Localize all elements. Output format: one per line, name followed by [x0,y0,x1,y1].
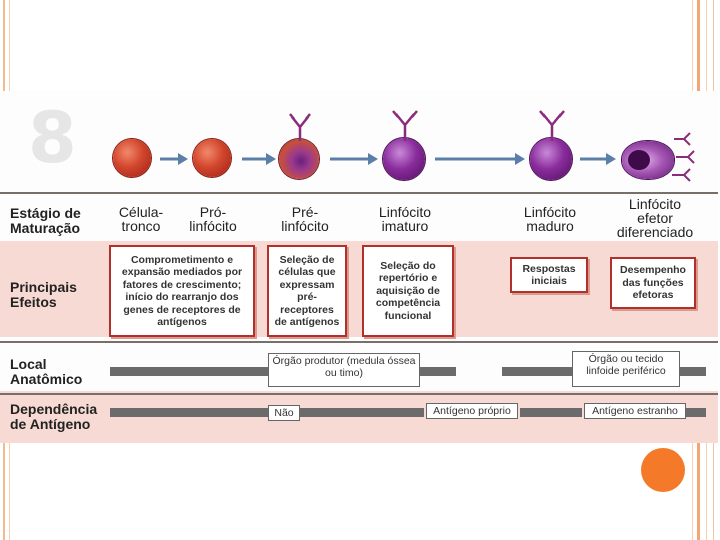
stage-immature-lymphocyte: Linfócito imaturo [378,204,432,234]
timeline-bar [520,408,582,417]
dependence-label-foreign-antigen: Antígeno estranho [584,403,686,419]
effect-box: Respostas iniciais [510,257,588,293]
stage-stem-cell: Célula- tronco [118,204,164,234]
row-label-antigen-dependence: Dependência de Antígeno [10,401,98,432]
mature-lymphocyte-image [530,138,572,180]
figure-number: 8 [28,97,77,179]
location-label-primary: Órgão produtor (medula óssea ou timo) [268,353,420,387]
timeline-bar [680,367,706,376]
immature-lymphocyte-image [383,138,425,180]
timeline-bar [686,408,706,417]
arrow-right-icon [435,153,525,165]
arrow-right-icon [160,153,188,165]
row-divider [0,393,718,395]
dependence-label-self-antigen: Antígeno próprio [426,403,518,419]
effect-box: Desempenho das funções efetoras [610,257,696,309]
antibody-icon [672,132,695,182]
timeline-bar [110,367,268,376]
dependence-label-none: Não [268,405,300,421]
effect-box: Comprometimento e expansão mediados por … [109,245,255,337]
row-label-anatomic-site: Local Anatômico [10,356,83,387]
pro-lymphocyte-image [193,139,231,177]
pre-lymphocyte-image [279,139,319,179]
row-divider [0,341,718,343]
row-label-main-effects: Principais Efeitos [10,279,77,310]
location-label-peripheral: Órgão ou tecido linfoide periférico [572,351,680,387]
stage-pre-lymphocyte: Pré- linfócito [281,204,329,234]
stage-effector-lymphocyte: Linfócito efetor diferenciado [616,196,694,240]
row-divider [0,192,718,194]
timeline-bar [502,367,572,376]
stage-mature-lymphocyte: Linfócito maduro [523,204,577,234]
lymphocyte-maturation-figure: 8 Estágio de Maturação Principais Efeito… [0,91,718,443]
row-label-maturation-stage: Estágio de Maturação [10,205,81,236]
arrow-right-icon [242,153,276,165]
effect-box: Seleção de células que expressam pré-rec… [267,245,347,337]
timeline-bar [420,367,456,376]
arrow-right-icon [330,153,378,165]
arrow-right-icon [580,153,616,165]
timeline-bar [300,408,424,417]
receptor-icon [539,110,565,141]
stem-cell-image [113,139,151,177]
effect-box: Seleção do repertório e aquisição de com… [362,245,454,337]
receptor-icon [392,110,418,141]
decorative-orange-circle [641,448,685,492]
timeline-bar [110,408,268,417]
stage-pro-lymphocyte: Pró- linfócito [189,204,237,234]
effector-lymphocyte-image [622,141,674,179]
pre-receptor-icon [289,113,311,141]
